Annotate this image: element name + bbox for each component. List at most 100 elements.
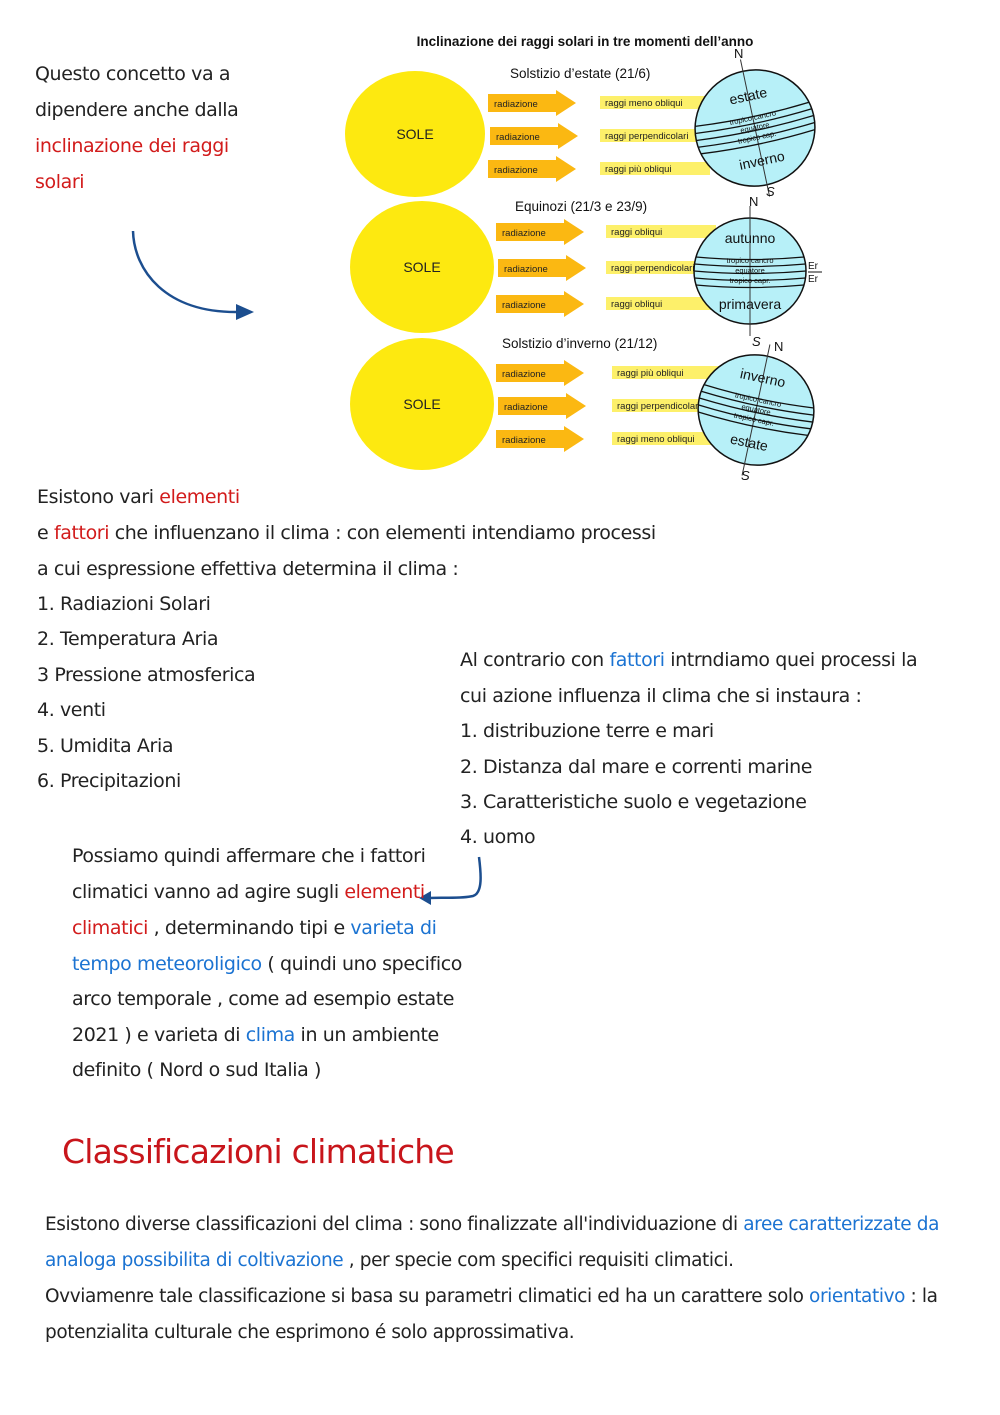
text: Esistono diverse classificazioni del cli…	[45, 1214, 744, 1235]
text: e	[37, 522, 54, 544]
latitude-label: tropico capr.	[730, 276, 771, 285]
highlight-elementi: elementi	[344, 881, 425, 903]
radiation-label: radiazione	[502, 228, 546, 239]
sun-disk	[350, 201, 494, 333]
diagram-title: Inclinazione dei raggi solari in tre mom…	[417, 34, 754, 49]
paragraph-line: Ovviamenre tale classificazione si basa …	[45, 1286, 938, 1307]
conclusion-line: arco temporale , come ad esempio estate	[72, 988, 455, 1010]
latitude-label: equatore	[735, 266, 765, 275]
text: che influenzano il clima : con elementi …	[109, 522, 656, 544]
conclusion-line: climatici , determinando tipi e varieta …	[72, 917, 437, 939]
conclusion-line: tempo meteoroligico ( quindi uno specifi…	[72, 953, 462, 975]
intro-line-highlight: solari	[35, 171, 85, 193]
radiation-label: radiazione	[494, 165, 538, 176]
elements-list-item: 1. Radiazioni Solari	[37, 593, 211, 615]
latitude-line	[695, 256, 805, 261]
ray-label-box	[600, 96, 710, 109]
season-top: autunno	[725, 230, 776, 246]
earth-axis	[739, 59, 771, 197]
sun-label: SOLE	[403, 396, 440, 412]
highlight-clima: clima	[245, 1024, 296, 1046]
factors-list-item: 1. distribuzione terre e mari	[460, 720, 714, 742]
season-top: estate	[728, 84, 769, 108]
paragraph-line: analoga possibilita di coltivazione , pe…	[45, 1250, 734, 1271]
radiation-arrow	[496, 291, 584, 317]
text: : la	[905, 1286, 938, 1307]
sun-label: SOLE	[403, 259, 440, 275]
highlight-aree: aree caratterizzate da	[743, 1214, 940, 1235]
radiation-arrow	[488, 90, 576, 116]
ray-label-box	[600, 129, 710, 142]
elements-list-item: 3 Pressione atmosferica	[37, 664, 256, 686]
ray-label: raggi perpendicolari	[605, 131, 688, 142]
latitude-line	[700, 128, 816, 155]
ray-label-box	[612, 366, 722, 379]
sun-label: SOLE	[396, 126, 433, 142]
ray-label: raggi obliqui	[611, 227, 662, 238]
factors-list-item: 4. uomo	[460, 826, 536, 848]
ray-label: raggi obliqui	[611, 299, 662, 310]
radiation-label: radiazione	[502, 435, 546, 446]
ray-label: raggi meno obliqui	[617, 434, 695, 445]
elements-list-item: 5. Umidita Aria	[37, 735, 174, 757]
radiation-label: radiazione	[504, 264, 548, 275]
text: in un ambiente	[294, 1024, 440, 1046]
conclusion-line: definito ( Nord o sud Italia )	[72, 1059, 322, 1081]
factors-line: cui azione influenza il clima che si ins…	[460, 685, 862, 707]
intro-line-highlight: inclinazione dei raggi	[35, 135, 229, 157]
latitude-line	[700, 390, 814, 416]
text: , per specie com specifici requisiti cli…	[343, 1250, 734, 1271]
paragraph-line: potenzialita culturale che esprimono é s…	[45, 1322, 575, 1343]
radiation-label: radiazione	[504, 402, 548, 413]
season-bottom: primavera	[719, 296, 781, 312]
south-label: S	[741, 468, 750, 483]
radiation-label: radiazione	[502, 369, 546, 380]
text: , determinando tipi e	[148, 917, 351, 939]
ray-label: raggi perpendicolari	[611, 263, 694, 274]
factors-list-item: 3. Caratteristiche suolo e vegetazione	[460, 791, 807, 813]
sun-disk	[345, 71, 485, 197]
ray-label: raggi perpendicolari	[617, 401, 700, 412]
latitude-line	[693, 270, 807, 275]
text: ( quindi uno specifico	[261, 953, 462, 975]
latitude-line	[698, 411, 809, 437]
side-mark: Er	[808, 274, 819, 285]
season-bottom: estate	[729, 430, 770, 454]
radiation-arrow	[496, 219, 584, 245]
radiation-arrow	[496, 426, 584, 452]
latitude-line	[695, 101, 810, 128]
south-label: S	[752, 334, 761, 349]
latitude-line	[698, 404, 811, 430]
radiation-label: radiazione	[502, 300, 546, 311]
elements-line: Esistono vari elementi	[37, 486, 240, 508]
text: intrndiamo quei processi la	[664, 649, 918, 671]
factors-line: Al contrario con fattori intrndiamo quei…	[460, 649, 918, 671]
north-label: N	[774, 339, 783, 354]
solar-rays-diagram: Inclinazione dei raggi solari in tre mom…	[345, 34, 822, 483]
earth-axis	[741, 344, 771, 476]
ray-label-box	[612, 432, 722, 445]
section-title: Classificazioni climatiche	[62, 1132, 455, 1171]
highlight-fattori: fattori	[609, 649, 665, 671]
factors-list-item: 2. Distanza dal mare e correnti marine	[460, 756, 813, 778]
elements-line: a cui espressione effettiva determina il…	[37, 558, 459, 580]
text: Esistono vari	[37, 486, 160, 508]
elements-line: e fattori che influenzano il clima : con…	[37, 522, 656, 544]
conclusion-line: Possiamo quindi affermare che i fattori	[72, 845, 426, 867]
latitude-line	[703, 384, 814, 409]
ray-label: raggi più obliqui	[617, 368, 684, 379]
highlight-orientativo: orientativo	[809, 1286, 906, 1307]
conclusion-line: climatici vanno ad agire sugli elementi	[72, 881, 425, 903]
latitude-line	[699, 397, 813, 423]
highlight-coltivazione: analoga possibilita di coltivazione	[45, 1250, 344, 1271]
north-label: N	[749, 194, 758, 209]
radiation-arrow	[490, 123, 578, 149]
south-label: S	[766, 184, 775, 199]
conclusion-line: 2021 ) e varieta di clima in un ambiente	[72, 1024, 439, 1046]
hook-arrow-icon	[419, 856, 482, 905]
ray-label-box	[612, 399, 722, 412]
ray-label-box	[606, 297, 716, 310]
elements-list-item: 4. venti	[37, 699, 106, 721]
